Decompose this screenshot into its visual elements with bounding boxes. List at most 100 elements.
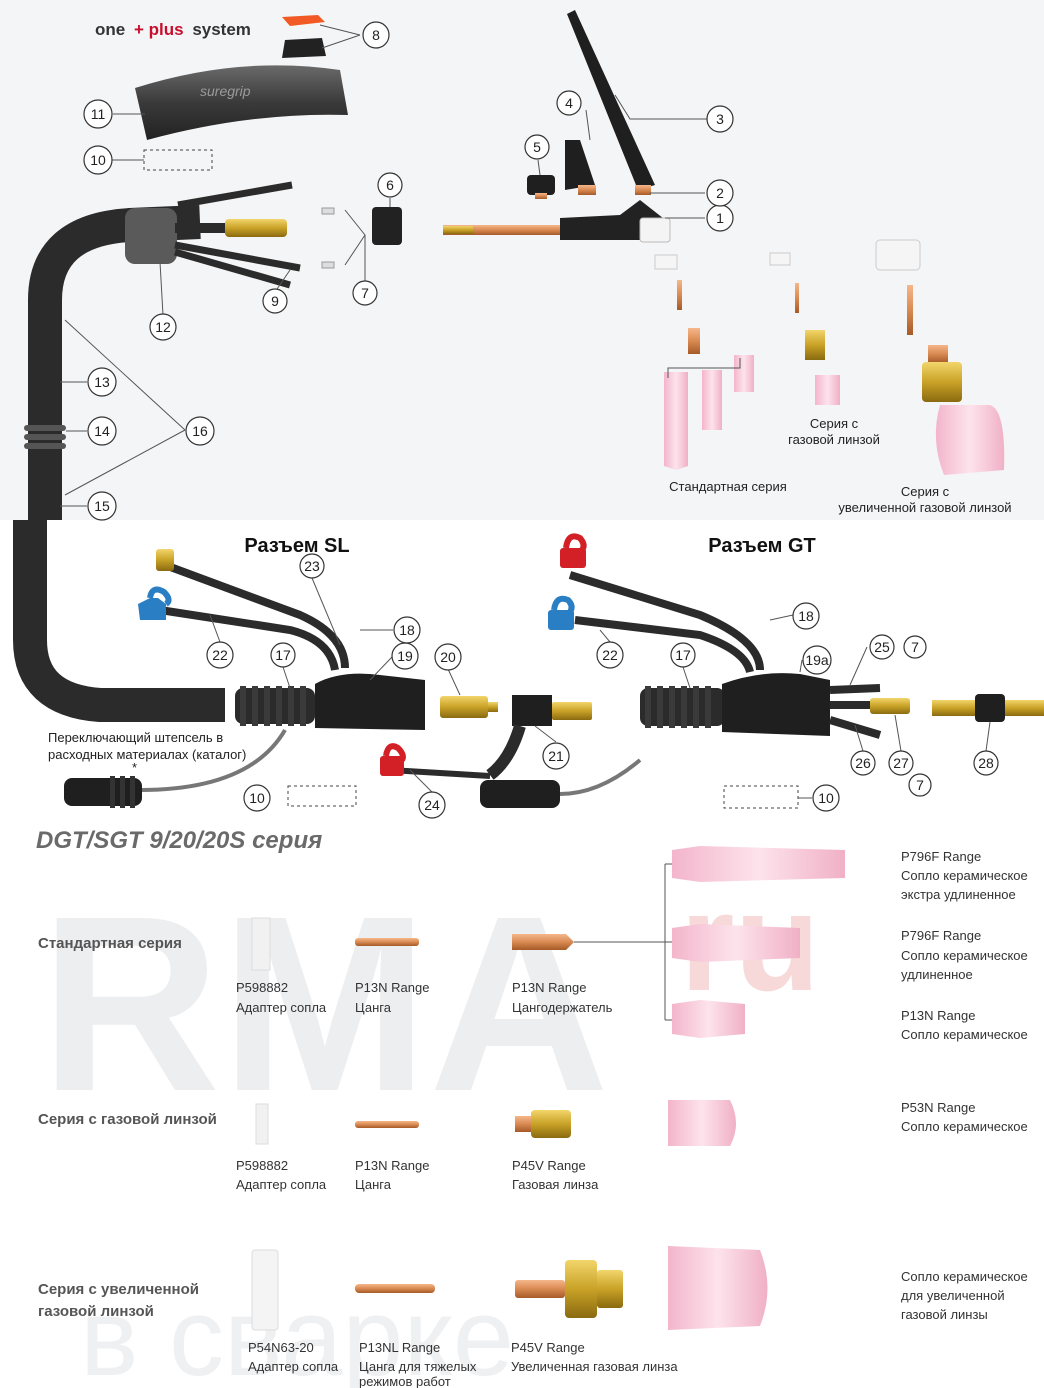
gas-lens-stem [515,1116,531,1132]
svg-text:24: 24 [424,797,440,813]
svg-text:one + plus system: one + plus system [95,20,251,39]
callout-23: 23 [299,553,325,579]
row-standard-code-2: P13N Range [355,980,429,995]
svg-text:4: 4 [565,95,573,111]
large-gas-lens-tip [597,1270,623,1308]
torch-handle: suregrip [135,65,348,140]
collet-body-standard [512,934,574,950]
svg-text:14: 14 [94,423,110,439]
callout-10-gt: 10 [812,784,840,812]
row-standard-code-3: P13N Range [512,980,586,995]
callout-28: 28 [973,750,999,776]
svg-text:7: 7 [911,639,919,655]
nozzle-4-code: P53N Range [901,1100,975,1115]
collet-standard [355,938,419,946]
callout-16: 16 [185,416,215,446]
svg-text:26: 26 [855,755,871,771]
row-large-name-1: Адаптер сопла [248,1359,339,1374]
hose-rings [24,425,66,449]
nozzle-long [672,924,800,962]
collet-heavy-duty [355,1284,435,1293]
nozzle-standard [672,1000,745,1038]
callout-27: 27 [888,750,914,776]
handle-print: suregrip [200,83,251,99]
nozzle-1-desc-1: Сопло керамическое [901,868,1028,883]
row-standard-name-3: Цангодержатель [512,1000,613,1015]
row-gas-lens: Серия с газовой линзой P598882 Адаптер с… [38,1100,1028,1192]
header-gt: Разъем GT [708,535,815,557]
switch-plug-asterisk: * [132,760,137,775]
callout-17-sl: 17 [270,642,296,668]
row-standard-title: Стандартная серия [38,935,182,952]
callout-18-sl: 18 [393,616,421,644]
back-cap-short [527,175,555,195]
row-standard-code-1: P598882 [236,980,288,995]
row-gas-lens-title: Серия с газовой линзой [38,1111,217,1128]
nozzle-3-desc-1: Сопло керамическое [901,1027,1028,1042]
callout-11: 11 [83,99,113,129]
main-hose [28,205,201,520]
row-large-name-2: Цанга для тяжелых [359,1359,477,1374]
back-cap-short-ring [535,193,547,199]
callout-22-gt: 22 [596,641,624,669]
nozzle-1-code: P796F Range [901,849,981,864]
brand-logo: one + plus system [95,20,251,39]
callout-2: 2 [706,179,734,207]
callout-7-gt-top: 7 [903,635,927,659]
o-ring-b [321,261,335,269]
svg-text:5: 5 [533,139,541,155]
callout-5: 5 [524,134,550,160]
spare-rings-top [143,149,213,171]
svg-text:23: 23 [304,558,320,574]
svg-text:20: 20 [440,649,456,665]
row-gas-lens-code-1: P598882 [236,1158,288,1173]
brand-system: system [192,20,251,39]
callout-10-sl: 10 [243,784,271,812]
callout-25: 25 [869,634,895,660]
series-title: DGT/SGT 9/20/20S серия [36,827,322,854]
back-cap-medium [565,140,595,190]
label-large-gas-lens-2: увеличенной газовой линзой [838,500,1011,515]
row-large-name-3: Увеличенная газовая линза [511,1359,678,1374]
svg-text:22: 22 [602,647,618,663]
collet-gas-lens [355,1121,419,1128]
callout-9: 9 [262,288,288,314]
callout-24: 24 [418,791,446,819]
nozzle-gas-lens [668,1100,736,1146]
o-ring-a [321,207,335,215]
row-gas-lens-code-2: P13N Range [355,1158,429,1173]
spare-rings-sl [287,785,357,807]
large-gas-lens [565,1260,597,1318]
svg-text:7: 7 [916,777,924,793]
callout-18-gt: 18 [792,602,820,630]
split-collar [125,208,177,264]
header-sl: Разъем SL [244,535,349,557]
back-cap-long [567,10,655,190]
lead-top [177,181,293,209]
svg-text:10: 10 [249,790,265,806]
adapter-gas-lens [255,1103,269,1145]
svg-text:3: 3 [716,111,724,127]
svg-text:27: 27 [893,755,909,771]
back-cap-medium-ring [578,185,596,195]
trigger-parts [282,15,326,58]
callout-19a: 19a [802,645,832,675]
torch-head [443,200,671,243]
consumables-large-gas-lens [875,239,1005,475]
row-gas-lens-name-2: Цанга [355,1177,392,1192]
switch-plug-cable [139,728,287,792]
svg-text:9: 9 [271,293,279,309]
row-standard-name-2: Цанга [355,1000,392,1015]
back-cap-long-ring [635,185,651,195]
nozzle-extra-long [672,846,845,882]
lead-control-1 [174,241,301,272]
adapter-large-gas-lens [251,1249,279,1331]
callout-7-top: 7 [352,280,378,306]
adapter-standard [251,917,271,971]
callout-17-gt: 17 [670,642,696,668]
power-fitting [225,219,287,237]
row-standard: Стандартная серия P598882 Адаптер сопла … [38,863,672,1021]
